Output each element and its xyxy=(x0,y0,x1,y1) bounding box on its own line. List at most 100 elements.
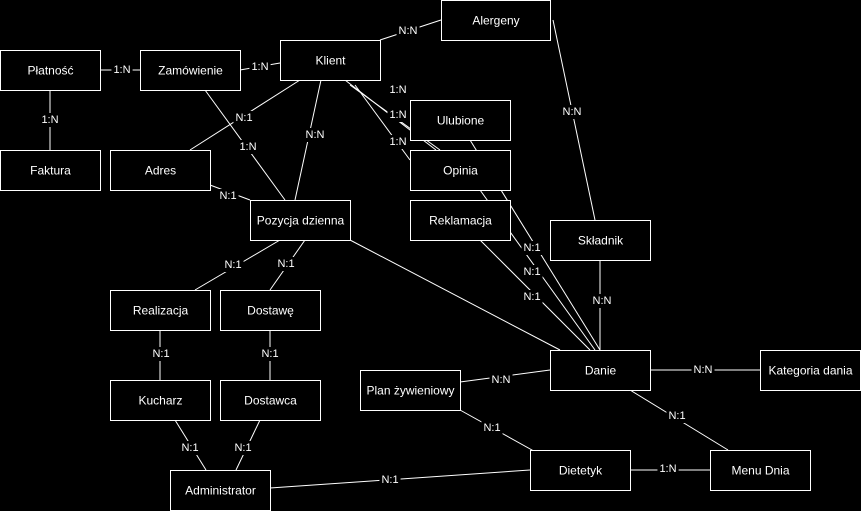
cardinality-label-bg xyxy=(232,441,254,455)
entity-label: Adres xyxy=(145,164,176,178)
cardinality-label-bg xyxy=(111,63,133,77)
entity-label: Zamówienie xyxy=(158,64,223,78)
relationship-line-pozycja-danie xyxy=(349,239,561,351)
entity-label: Kategoria dania xyxy=(768,364,852,378)
cardinality-label-bg xyxy=(521,265,543,279)
entity-label: Menu Dnia xyxy=(731,464,789,478)
cardinality-label-plan-dietetyk: N:1 xyxy=(483,422,500,434)
entity-skladnik[interactable]: Składnik xyxy=(550,220,651,261)
entity-label: Dostawę xyxy=(247,304,294,318)
cardinality-label-bg xyxy=(39,113,61,127)
cardinality-label-bg xyxy=(666,409,688,423)
entity-kategoria[interactable]: Kategoria dania xyxy=(760,350,861,391)
entity-label: Alergeny xyxy=(472,14,519,28)
cardinality-label-bg xyxy=(259,347,281,361)
entity-box xyxy=(550,220,651,261)
cardinality-label-opinia-danie: N:1 xyxy=(523,266,540,278)
entity-box xyxy=(280,40,381,81)
cardinality-label-bg xyxy=(179,441,201,455)
entity-box xyxy=(441,0,551,41)
entity-box xyxy=(760,350,861,391)
cardinality-label-dietetyk-menu: 1:N xyxy=(659,463,676,475)
cardinality-label-danie-menu: N:1 xyxy=(668,410,685,422)
entity-realizacja[interactable]: Realizacja xyxy=(110,290,211,331)
cardinality-label-bg xyxy=(387,135,409,149)
entity-dietetyk[interactable]: Dietetyk xyxy=(530,450,631,491)
cardinality-label-alergeny-skladnik: N:N xyxy=(563,106,582,118)
cardinality-label-bg xyxy=(237,140,259,154)
entity-box xyxy=(220,290,321,331)
entity-klient[interactable]: Klient xyxy=(280,40,381,81)
cardinality-label-bg xyxy=(657,462,679,476)
cardinality-label-platnosc-zamowienie: 1:N xyxy=(113,64,130,76)
cardinality-label-platnosc-faktura: 1:N xyxy=(41,114,58,126)
entity-reklamacja[interactable]: Reklamacja xyxy=(410,200,511,241)
entity-box xyxy=(0,150,101,191)
entity-label: Płatność xyxy=(27,64,73,78)
entity-platnosc[interactable]: Płatność xyxy=(0,50,101,91)
cardinality-label-zamowienie-pozycja: 1:N xyxy=(239,141,256,153)
entity-pozycja[interactable]: Pozycja dzienna xyxy=(250,200,351,241)
cardinality-label-administrator-dietetyk: N:1 xyxy=(381,474,398,486)
cardinality-label-bg xyxy=(387,108,409,122)
cardinality-label-ulubione-danie: N:1 xyxy=(523,242,540,254)
entity-label: Dietetyk xyxy=(559,464,603,478)
cardinality-label-realizacja-kucharz: N:1 xyxy=(152,348,169,360)
entity-label: Opinia xyxy=(443,164,478,178)
cardinality-label-bg xyxy=(249,60,271,74)
cardinality-label-bg xyxy=(481,421,503,435)
cardinality-label-bg xyxy=(275,257,297,271)
entity-alergeny[interactable]: Alergeny xyxy=(441,0,551,41)
entity-box xyxy=(110,290,211,331)
cardinality-label-bg xyxy=(396,24,420,38)
entity-label: Pozycja dzienna xyxy=(257,214,345,228)
entity-label: Klient xyxy=(315,54,346,68)
entity-label: Plan żywieniowy xyxy=(366,384,454,398)
entity-dostawca[interactable]: Dostawca xyxy=(220,380,321,421)
entity-box xyxy=(410,100,511,141)
entity-plan[interactable]: Plan żywieniowy xyxy=(360,370,461,411)
cardinality-label-bg xyxy=(233,111,255,125)
entity-zamowienie[interactable]: Zamówienie xyxy=(140,50,241,91)
entity-dostawe[interactable]: Dostawę xyxy=(220,290,321,331)
entity-label: Dostawca xyxy=(244,394,297,408)
cardinality-label-bg xyxy=(387,83,409,97)
entity-adres[interactable]: Adres xyxy=(110,150,211,191)
cardinality-label-bg xyxy=(590,294,614,308)
entity-label: Kucharz xyxy=(138,394,182,408)
entity-box xyxy=(220,380,321,421)
cardinality-label-pozycja-realizacja: N:1 xyxy=(224,259,241,271)
cardinality-label-bg xyxy=(150,347,172,361)
cardinality-label-kucharz-administrator: N:1 xyxy=(181,442,198,454)
entity-opinia[interactable]: Opinia xyxy=(410,150,511,191)
entity-label: Reklamacja xyxy=(429,214,492,228)
cardinality-label-bg xyxy=(560,105,584,119)
entity-administrator[interactable]: Administrator xyxy=(170,470,271,511)
cardinality-label-klient-ulubione: 1:N xyxy=(389,84,406,96)
cardinality-label-bg xyxy=(521,241,543,255)
entity-kucharz[interactable]: Kucharz xyxy=(110,380,211,421)
cardinality-label-pozycja-dostawe: N:1 xyxy=(277,258,294,270)
entity-ulubione[interactable]: Ulubione xyxy=(410,100,511,141)
entity-box xyxy=(530,450,631,491)
cardinality-label-klient-pozycja: N:N xyxy=(306,129,325,141)
cardinality-label-bg xyxy=(691,363,715,377)
cardinality-label-klient-reklamacja: 1:N xyxy=(389,136,406,148)
cardinality-label-dostawca-administrator: N:1 xyxy=(234,442,251,454)
cardinality-label-bg xyxy=(217,189,239,203)
cardinality-label-danie-kategoria: N:N xyxy=(694,364,713,376)
entity-faktura[interactable]: Faktura xyxy=(0,150,101,191)
cardinality-label-dostawe-dostawca: N:1 xyxy=(261,348,278,360)
entity-menu[interactable]: Menu Dnia xyxy=(710,450,811,491)
entity-box xyxy=(250,200,351,241)
relationship-line-alergeny-skladnik xyxy=(552,19,596,221)
entity-danie[interactable]: Danie xyxy=(550,350,651,391)
entity-box xyxy=(710,450,811,491)
entity-label: Administrator xyxy=(185,484,256,498)
cardinality-label-skladnik-danie: N:N xyxy=(593,295,612,307)
entity-box xyxy=(410,150,511,191)
cardinality-label-bg xyxy=(521,290,543,304)
cardinality-label-bg xyxy=(303,128,327,142)
